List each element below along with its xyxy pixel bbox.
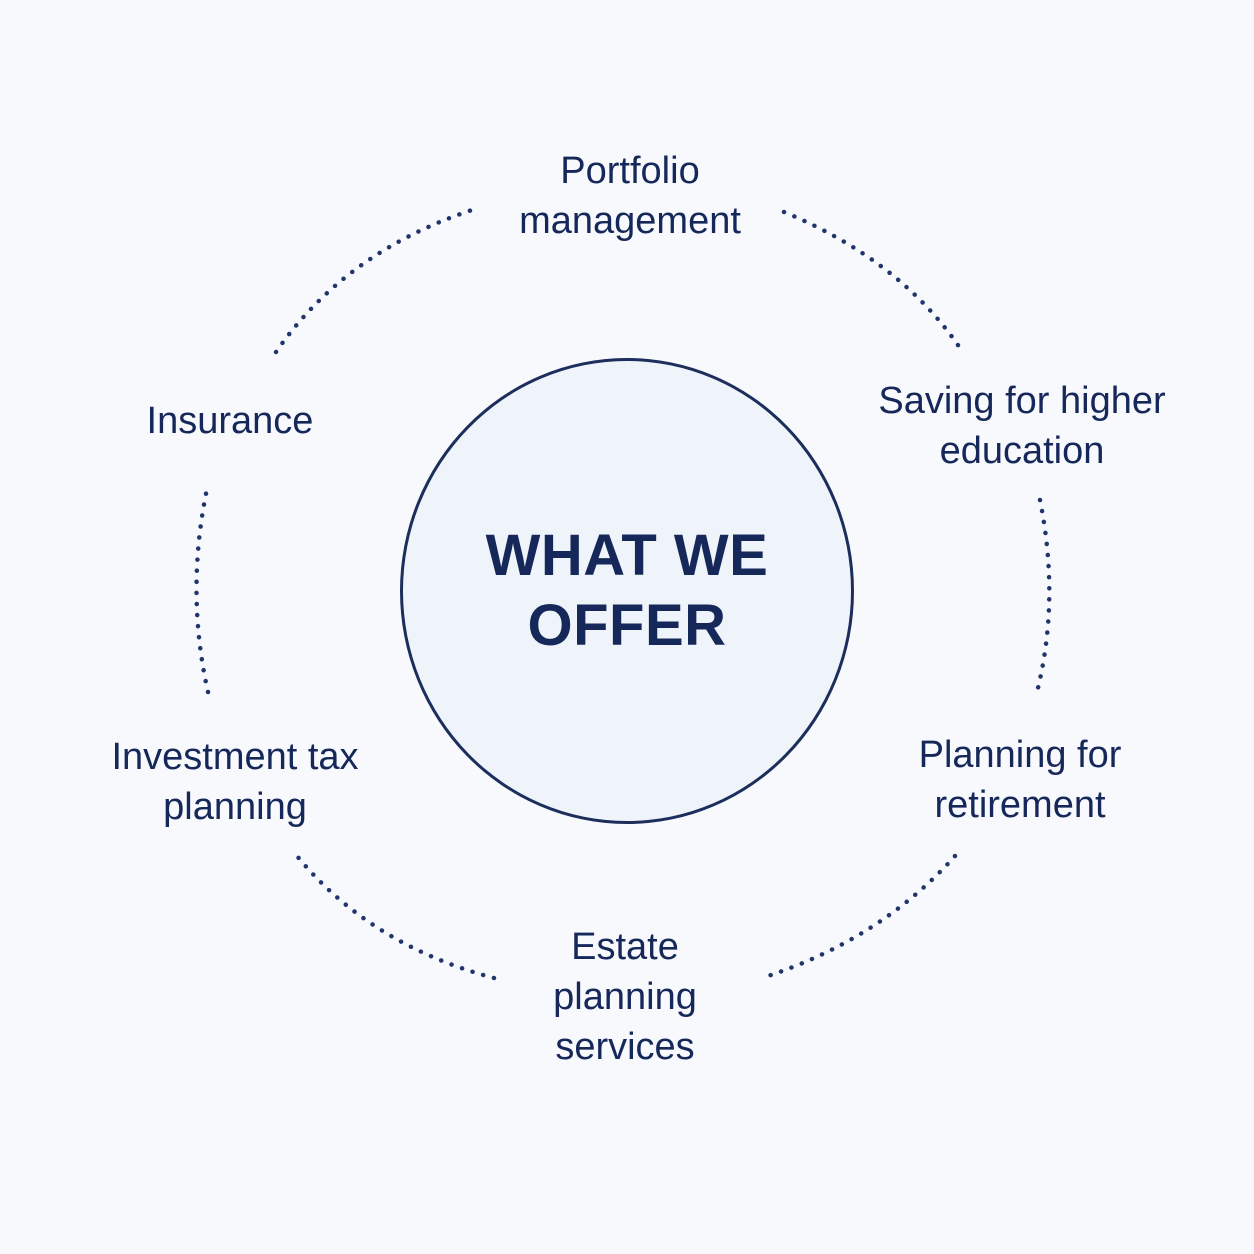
- connector-tax-insurance: [194, 481, 211, 695]
- service-label-line: Portfolio: [560, 150, 700, 192]
- connector-insurance-portfolio: [273, 207, 475, 355]
- service-label-line: services: [555, 1026, 695, 1068]
- connector-estate-tax: [294, 853, 497, 981]
- service-portfolio-management: Portfolio management: [470, 146, 790, 246]
- service-estate-planning-services: Estate planning services: [490, 922, 760, 1072]
- service-saving-for-higher-education: Saving for higher education: [852, 376, 1192, 476]
- service-label-line: planning: [553, 976, 697, 1018]
- service-label-line: education: [939, 430, 1105, 472]
- center-title: WHAT WE OFFER: [477, 521, 777, 661]
- connector-portfolio-saving: [781, 209, 963, 351]
- center-circle: WHAT WE OFFER: [400, 358, 854, 824]
- connector-retirement-estate: [759, 853, 958, 981]
- service-planning-for-retirement: Planning for retirement: [880, 730, 1160, 830]
- connector-saving-retirement: [1034, 497, 1052, 695]
- service-investment-tax-planning: Investment tax planning: [90, 732, 380, 832]
- service-label-line: Planning for: [918, 734, 1122, 776]
- service-insurance: Insurance: [110, 396, 350, 446]
- center-title-line-2: OFFER: [527, 593, 727, 658]
- service-label-line: Investment tax: [111, 736, 359, 778]
- service-label-line: Insurance: [146, 400, 314, 442]
- service-label-line: retirement: [934, 784, 1106, 826]
- service-label-line: Estate: [571, 926, 679, 968]
- center-title-line-1: WHAT WE: [485, 523, 769, 588]
- service-label-line: management: [519, 200, 741, 242]
- service-label-line: Saving for higher: [878, 380, 1166, 422]
- service-label-line: planning: [163, 786, 307, 828]
